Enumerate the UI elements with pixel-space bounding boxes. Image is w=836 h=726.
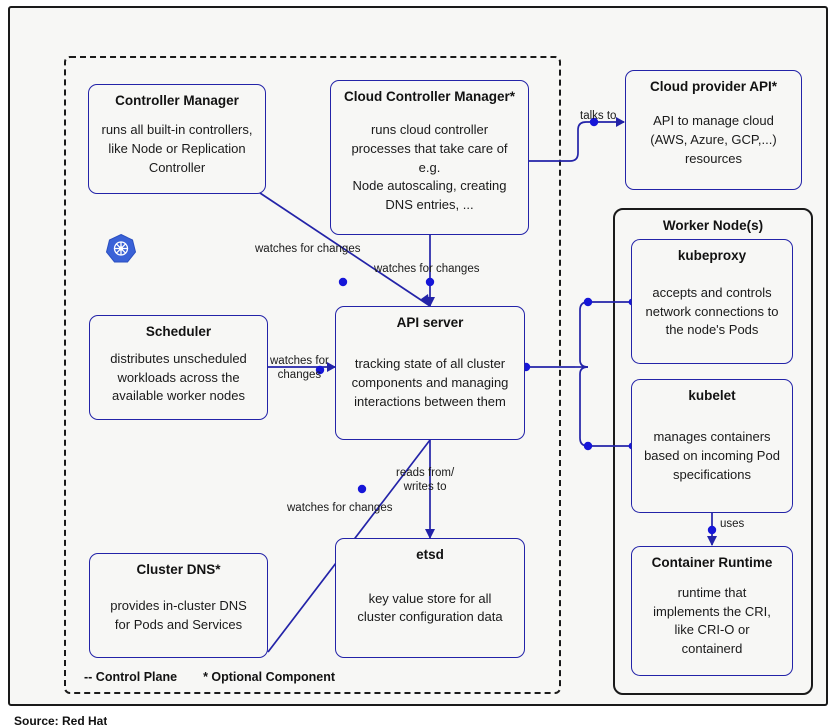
edge-label-uses: uses	[720, 518, 745, 530]
cloud-provider-api-title: Cloud provider API*	[649, 79, 777, 94]
node-cloud-controller-manager[interactable]: Cloud Controller Manager* runs cloud con…	[330, 80, 529, 235]
control-plane-region	[64, 56, 561, 694]
edge-worker-bus	[579, 301, 589, 447]
edge-label-watches-ccm: watches for changes	[374, 263, 480, 275]
kubernetes-logo	[105, 233, 137, 263]
kubelet-title: kubelet	[688, 388, 736, 403]
legend-control-plane: -- Control Plane	[84, 670, 178, 684]
worker-node-region: Worker Node(s)	[613, 208, 813, 695]
controller-manager-body: runs all built-in controllers,like Node …	[101, 122, 253, 175]
worker-node-title: Worker Node(s)	[662, 218, 764, 233]
cloud-provider-api-body: API to manage cloud(AWS, Azure, GCP,...)…	[650, 113, 777, 166]
node-api-server[interactable]: API server tracking state of all cluster…	[335, 306, 525, 440]
diagram-canvas: Worker Node(s)	[8, 6, 828, 706]
controller-manager-title: Controller Manager	[115, 93, 239, 108]
cloud-controller-manager-title: Cloud Controller Manager*	[343, 89, 515, 104]
legend-optional-component: * Optional Component	[203, 670, 335, 684]
kubeproxy-title: kubeproxy	[677, 248, 747, 263]
container-runtime-title: Container Runtime	[651, 555, 773, 570]
edge-label-watches-cm: watches for changes	[255, 243, 361, 255]
api-server-title: API server	[396, 315, 464, 330]
edge-label-watches-dns: watches for changes	[287, 502, 393, 514]
arrow-cloud-api	[616, 117, 625, 127]
node-controller-manager[interactable]: Controller Manager runs all built-in con…	[88, 84, 266, 194]
scheduler-title: Scheduler	[145, 324, 212, 339]
legend: -- Control Plane * Optional Component	[84, 670, 335, 684]
source-note: Source: Red Hat	[14, 714, 108, 726]
cluster-dns-title: Cluster DNS*	[136, 562, 221, 577]
node-cloud-provider-api[interactable]: Cloud provider API* API to manage cloud(…	[625, 70, 802, 190]
etcd-title: etsd	[416, 547, 444, 562]
edge-label-talks-to: talks to	[580, 110, 617, 122]
edge-label-reads-writes: reads from/writes to	[396, 467, 455, 494]
